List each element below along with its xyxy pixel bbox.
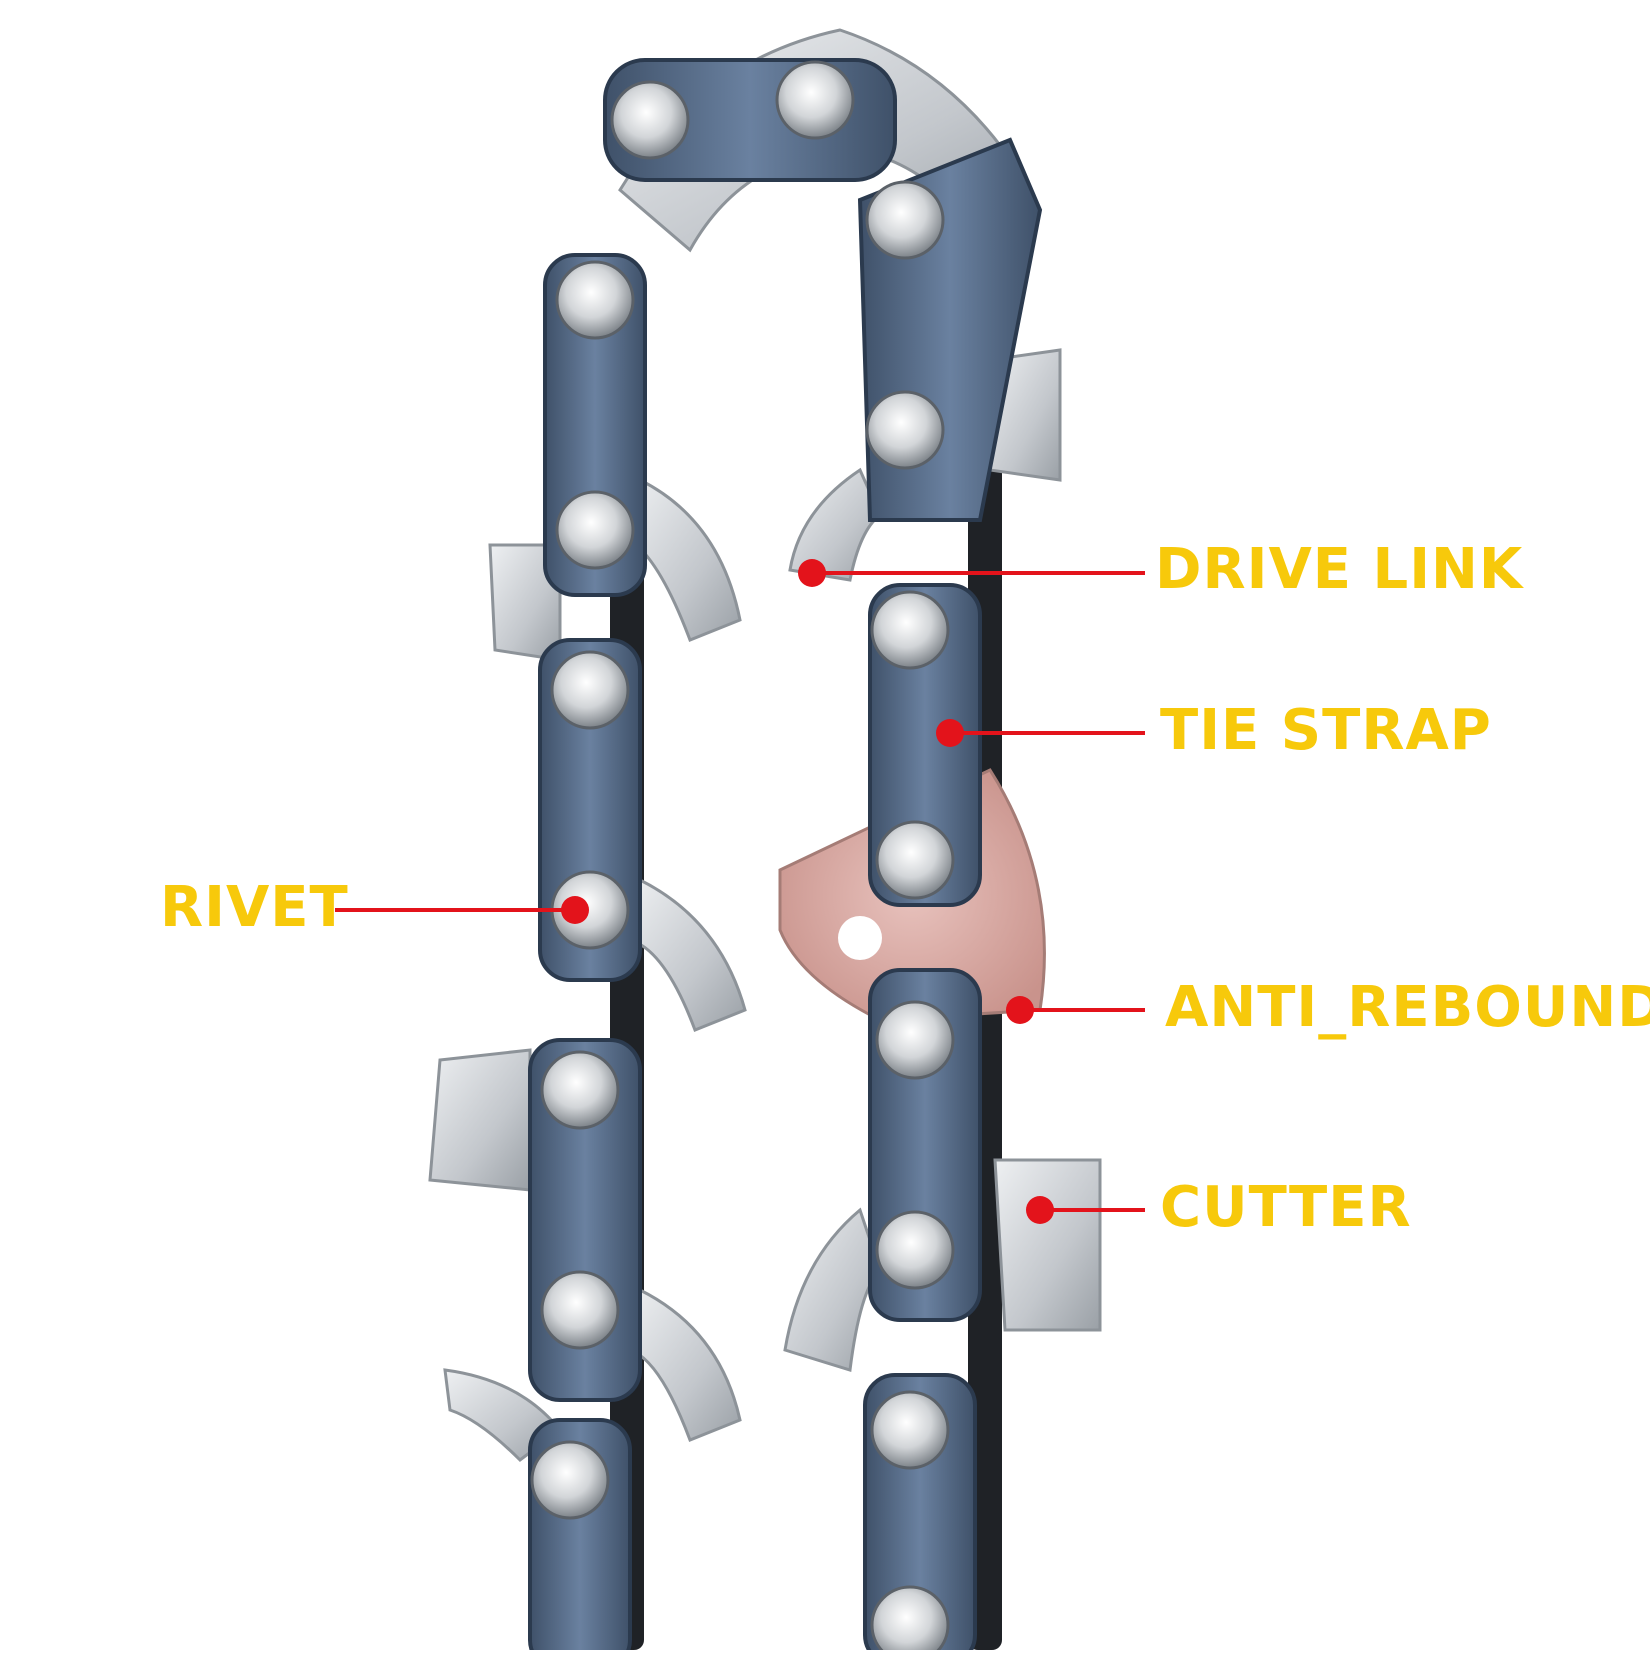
rivet-9 bbox=[540, 1050, 620, 1130]
rivet-15 bbox=[875, 1210, 955, 1290]
label-cutter: CUTTER bbox=[1160, 1175, 1412, 1240]
callout-dot-rivet bbox=[561, 896, 589, 924]
rivet-3 bbox=[865, 180, 945, 260]
drive-link-fins-right bbox=[783, 348, 1102, 1372]
rivet-5 bbox=[555, 260, 635, 340]
rivet-10 bbox=[540, 1270, 620, 1350]
drive-link-fins-left bbox=[428, 477, 747, 1462]
rivet-11 bbox=[530, 1440, 610, 1520]
rivet-17 bbox=[870, 1585, 950, 1654]
label-tie-strap: TIE STRAP bbox=[1160, 698, 1492, 763]
label-drive-link: DRIVE LINK bbox=[1155, 537, 1524, 602]
rivet-1 bbox=[610, 80, 690, 160]
callout-dot-tie-strap bbox=[936, 719, 964, 747]
rivet-4 bbox=[865, 390, 945, 470]
rivet-7 bbox=[550, 650, 630, 730]
rivet-2 bbox=[775, 60, 855, 140]
callout-dots bbox=[561, 559, 1054, 1224]
rivets bbox=[530, 60, 955, 1654]
rivet-16 bbox=[870, 1390, 950, 1470]
rivet-12 bbox=[870, 590, 950, 670]
tie-straps-left bbox=[528, 253, 647, 1654]
callout-dot-anti-rebound bbox=[1006, 996, 1034, 1024]
rivet-13 bbox=[875, 820, 955, 900]
callout-dot-drive-link bbox=[798, 559, 826, 587]
rivet-6 bbox=[555, 490, 635, 570]
label-rivet: RIVET bbox=[160, 875, 349, 940]
callout-dot-cutter bbox=[1026, 1196, 1054, 1224]
rivet-14 bbox=[875, 1000, 955, 1080]
label-anti-rebound: ANTI_REBOUND bbox=[1165, 975, 1650, 1040]
callout-lines bbox=[335, 571, 1145, 1212]
